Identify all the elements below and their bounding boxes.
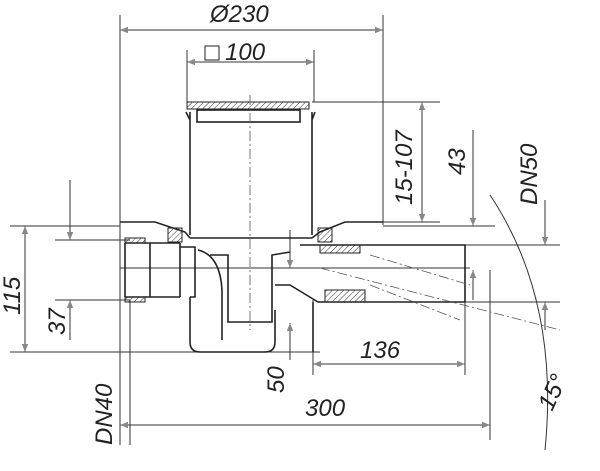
svg-text:100: 100 [225, 39, 266, 66]
dim-outlet-height: 43 [444, 148, 471, 175]
dim-diameter-230: Ø230 [209, 1, 269, 28]
dim-inlet-dn40: DN40 [91, 383, 118, 445]
dim-inlet-height-37: 37 [44, 307, 71, 335]
square-symbol-icon [204, 45, 220, 61]
dimension-labels: Ø230 100 15-107 43 DN50 115 37 DN40 50 1… [0, 1, 573, 445]
drain-body [120, 95, 561, 353]
dim-angle-15: 15° [533, 370, 573, 415]
dim-total-height-115: 115 [0, 276, 26, 315]
dim-grate-100: 100 [204, 39, 266, 66]
dim-trap-seal-50: 50 [263, 366, 290, 393]
dim-total-length-300: 300 [305, 395, 346, 422]
dimension-lines [21, 26, 549, 451]
dim-outlet-length-136: 136 [360, 337, 401, 364]
dim-height-adjust: 15-107 [391, 129, 418, 205]
dim-outlet-dn50: DN50 [516, 143, 543, 205]
